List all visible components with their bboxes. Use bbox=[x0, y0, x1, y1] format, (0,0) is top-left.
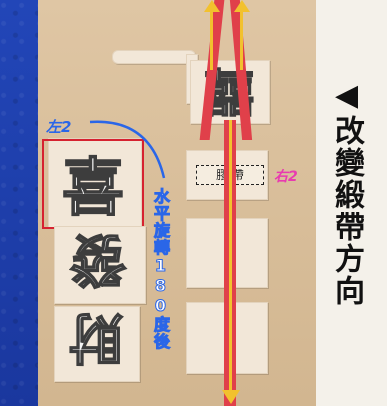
card-framed-char: 喜 bbox=[61, 150, 125, 225]
card-framed bbox=[48, 138, 142, 228]
arrow-down-head bbox=[222, 390, 240, 404]
wooden-stick bbox=[112, 50, 196, 64]
rotate-instruction: 水平旋轉180度後 bbox=[151, 188, 171, 351]
arrow-up-right-shaft bbox=[240, 10, 243, 70]
arrow-up-right-head bbox=[234, 0, 250, 12]
card-bottom-char: 財 bbox=[68, 306, 124, 372]
card-middle-left bbox=[54, 226, 146, 304]
card-middle-char: 發 bbox=[69, 226, 127, 294]
callout-arc bbox=[89, 120, 166, 179]
label-left-2: 左2 bbox=[46, 118, 72, 136]
arrow-down-shaft bbox=[229, 120, 232, 392]
arrow-up-left-head bbox=[204, 0, 220, 12]
label-right-2: 右2 bbox=[274, 169, 298, 185]
side-panel bbox=[316, 0, 387, 406]
card-bottom-left bbox=[54, 306, 140, 382]
side-title: ◀改變緞帶方向 bbox=[329, 78, 364, 307]
arrow-up-left-shaft bbox=[210, 10, 213, 70]
